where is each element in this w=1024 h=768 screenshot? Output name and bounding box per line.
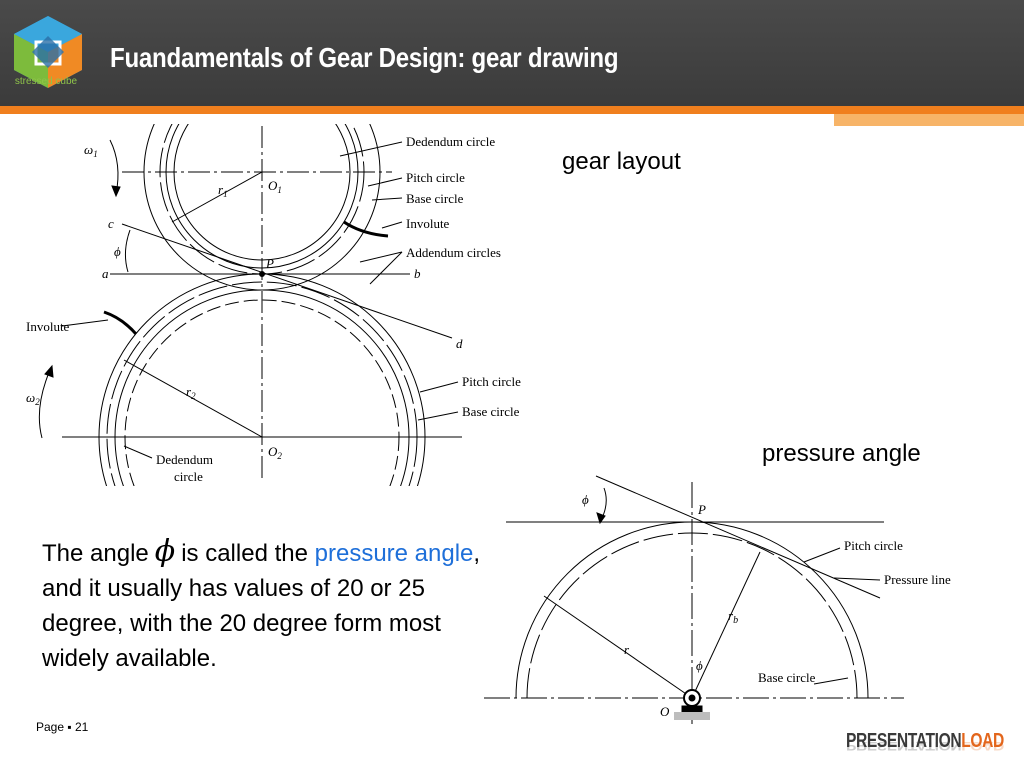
label-omega1: ω1 bbox=[84, 142, 98, 159]
label-addendum-circles: Addendum circles bbox=[406, 245, 501, 260]
label-O: O bbox=[660, 704, 670, 719]
label-involute-left: Involute bbox=[26, 319, 70, 334]
label-dedendum-bottom-2: circle bbox=[174, 469, 203, 484]
page-number: Page ▪ 21 bbox=[36, 720, 89, 734]
label-pitch-circle-top: Pitch circle bbox=[406, 170, 465, 185]
pressure-angle-term: pressure angle bbox=[314, 540, 474, 567]
label-d: d bbox=[456, 336, 463, 351]
stressed-cube-logo bbox=[14, 16, 82, 88]
header-accent-tab bbox=[834, 114, 1024, 126]
label-base-circle: Base circle bbox=[758, 670, 816, 685]
label-a: a bbox=[102, 266, 109, 281]
caption-pressure-angle: pressure angle bbox=[762, 440, 921, 467]
header-accent-bar bbox=[0, 106, 1024, 114]
label-pitch-circle-bottom: Pitch circle bbox=[462, 374, 521, 389]
label-dedendum-bottom: Dedendum bbox=[156, 452, 213, 467]
body-part3: , and it usually has values of 20 or 25 … bbox=[42, 540, 481, 672]
body-part1: The angle bbox=[42, 540, 149, 567]
label-phi-top: ϕ bbox=[582, 492, 589, 507]
body-part2: is called the bbox=[181, 540, 308, 567]
gear-layout-figure: ω1 r1 O1 c ϕ a P b d r2 ω2 O2 Dedendum c… bbox=[26, 124, 521, 486]
label-pitch-circle: Pitch circle bbox=[844, 538, 903, 553]
label-c: c bbox=[108, 216, 114, 231]
phi-symbol: ϕ bbox=[154, 534, 176, 569]
label-r: r bbox=[624, 642, 630, 657]
presentationload-logo: PRESENTATIONLOAD bbox=[846, 730, 1004, 753]
caption-gear-layout: gear layout bbox=[562, 148, 681, 175]
label-b: b bbox=[414, 266, 421, 281]
label-base-circle-bottom: Base circle bbox=[462, 404, 520, 419]
logo-text: stressed cube bbox=[14, 76, 78, 87]
label-r2: r2 bbox=[186, 384, 196, 401]
label-base-circle-top: Base circle bbox=[406, 191, 464, 206]
label-involute-top: Involute bbox=[406, 216, 450, 231]
pressure-angle-figure: ϕ P Pitch circle Pressure line rb r ϕ Ba… bbox=[484, 475, 951, 724]
label-r1: r1 bbox=[218, 182, 228, 199]
label-phi: ϕ bbox=[114, 244, 121, 259]
slide-title: Fuandamentals of Gear Design: gear drawi… bbox=[110, 42, 619, 73]
slide-header bbox=[0, 0, 1024, 106]
label-O1: O1 bbox=[268, 178, 282, 195]
label-P2: P bbox=[697, 502, 706, 517]
label-dedendum-circle: Dedendum circle bbox=[406, 134, 495, 149]
label-O2: O2 bbox=[268, 444, 282, 461]
header-background bbox=[0, 0, 1024, 106]
label-phi-mid: ϕ bbox=[696, 658, 703, 673]
brand-accent: LOAD bbox=[961, 730, 1004, 752]
label-omega2: ω2 bbox=[26, 390, 40, 407]
label-pressure-line: Pressure line bbox=[884, 572, 951, 587]
label-rb: rb bbox=[728, 608, 738, 626]
brand-reflection: PRESENTATIONLOAD bbox=[846, 738, 1004, 752]
brand-main: PRESENTATION bbox=[846, 730, 962, 752]
label-P: P bbox=[265, 256, 274, 271]
